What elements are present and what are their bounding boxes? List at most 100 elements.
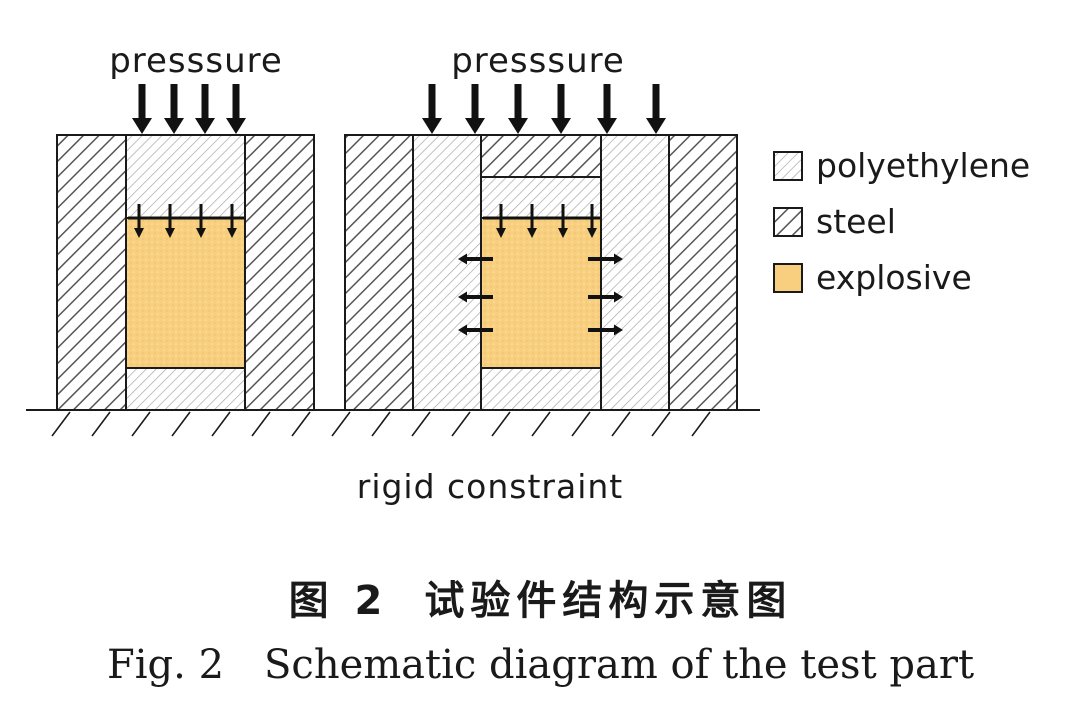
right-internal-arrow-4-shaft xyxy=(590,204,594,228)
rigid-constraint-label: rigid constraint xyxy=(357,467,623,506)
pressure-arrow-right-1-shaft xyxy=(428,84,436,118)
caption-en-title: Schematic diagram of the test part xyxy=(264,642,975,688)
pressure-arrow-left-4 xyxy=(226,84,246,134)
right-specimen xyxy=(344,134,738,411)
right-internal-arrow-4 xyxy=(587,204,597,238)
left-poly-bottom-plug xyxy=(125,367,246,411)
right-internal-arrow-4-head xyxy=(587,228,597,238)
pressure-arrow-right-5 xyxy=(597,84,617,134)
left-internal-arrow-1 xyxy=(134,204,144,238)
ground-hatch-mark-2 xyxy=(91,411,111,437)
pressure-arrow-right-6-shaft xyxy=(652,84,660,118)
right-poly-sleeve-left xyxy=(412,134,482,411)
lateral-arrow-left-3 xyxy=(458,324,493,336)
ground-hatch-mark-16 xyxy=(651,411,671,437)
pressure-arrow-right-3 xyxy=(508,84,528,134)
ground-hatch-mark-15 xyxy=(611,411,631,437)
ground-hatch-mark-4 xyxy=(171,411,191,437)
ground-hatch-mark-3 xyxy=(131,411,151,437)
ground-hatch-mark-1 xyxy=(51,411,71,437)
pressure-arrow-right-3-head xyxy=(508,118,528,134)
ground-hatch-mark-5 xyxy=(211,411,231,437)
ground-hatch-mark-12 xyxy=(491,411,511,437)
legend-item-polyethylene: polyethylene xyxy=(773,146,1030,185)
lateral-arrow-left-2-head xyxy=(458,291,467,303)
pressure-arrow-right-5-shaft xyxy=(603,84,611,118)
pressure-arrow-right-1-head xyxy=(422,118,442,134)
right-internal-arrow-2 xyxy=(527,204,537,238)
ground-hatch-mark-10 xyxy=(411,411,431,437)
legend-label-polyethylene: polyethylene xyxy=(816,146,1030,185)
ground-hatch-mark-17 xyxy=(691,411,711,437)
left-specimen xyxy=(56,134,315,411)
lateral-arrow-left-1 xyxy=(458,253,493,265)
legend-item-explosive: explosive xyxy=(773,258,972,297)
caption-cn-title: 试验件结构示意图 xyxy=(424,578,793,624)
lateral-arrow-left-2-shaft xyxy=(467,295,493,299)
lateral-arrow-right-2 xyxy=(588,291,623,303)
left-internal-arrow-1-head xyxy=(134,228,144,238)
left-pressure-label: presssure xyxy=(109,41,283,81)
left-explosive xyxy=(125,217,246,369)
pressure-arrow-left-2 xyxy=(164,84,184,134)
right-pressure-label: presssure xyxy=(451,41,625,81)
legend-swatch-explosive xyxy=(773,263,803,293)
left-internal-arrow-3-head xyxy=(196,228,206,238)
right-internal-arrow-1 xyxy=(496,204,506,238)
lateral-arrow-right-2-head xyxy=(614,291,623,303)
left-internal-arrow-4-head xyxy=(227,228,237,238)
pressure-arrow-right-4-head xyxy=(551,118,571,134)
right-internal-arrow-1-head xyxy=(496,228,506,238)
pressure-arrow-left-2-head xyxy=(164,118,184,134)
pressure-arrow-right-5-head xyxy=(597,118,617,134)
right-poly-sleeve-right xyxy=(600,134,670,411)
left-internal-pressure-arrows xyxy=(128,204,244,238)
right-external-pressure-arrows xyxy=(422,84,666,134)
caption-cn-number: 图 2 xyxy=(288,578,389,624)
left-steel-wall-outer xyxy=(56,134,127,411)
left-internal-arrow-3 xyxy=(196,204,206,238)
lateral-arrow-right-1 xyxy=(588,253,623,265)
right-explosive xyxy=(480,217,602,369)
pressure-arrow-left-4-shaft xyxy=(232,84,240,118)
left-external-pressure-arrows xyxy=(132,84,246,134)
left-internal-arrow-1-shaft xyxy=(137,204,141,228)
pressure-arrow-left-1-shaft xyxy=(138,84,146,118)
pressure-arrow-right-3-shaft xyxy=(514,84,522,118)
left-steel-wall-inner xyxy=(244,134,315,411)
pressure-arrow-left-1 xyxy=(132,84,152,134)
pressure-arrow-right-6-head xyxy=(646,118,666,134)
ground-hatch-mark-6 xyxy=(251,411,271,437)
left-internal-arrow-2 xyxy=(165,204,175,238)
lateral-arrow-right-1-shaft xyxy=(588,257,614,261)
right-steel-wall-right xyxy=(668,134,738,411)
caption-chinese: 图 2 试验件结构示意图 xyxy=(0,568,1081,626)
legend: polyethylene steel explosive xyxy=(773,146,1030,297)
pressure-arrow-left-3-head xyxy=(195,118,215,134)
legend-item-steel: steel xyxy=(773,202,896,241)
right-internal-arrow-3 xyxy=(558,204,568,238)
left-internal-arrow-4-shaft xyxy=(230,204,234,228)
pressure-arrow-right-2-shaft xyxy=(471,84,479,118)
pressure-arrow-left-1-head xyxy=(132,118,152,134)
lateral-arrow-left-1-shaft xyxy=(467,257,493,261)
lateral-arrow-right-1-head xyxy=(614,253,623,265)
right-internal-arrow-3-shaft xyxy=(561,204,565,228)
right-internal-arrow-1-shaft xyxy=(499,204,503,228)
pressure-arrow-right-4 xyxy=(551,84,571,134)
legend-label-steel: steel xyxy=(816,202,896,241)
lateral-arrow-left-3-shaft xyxy=(467,328,493,332)
pressure-arrow-right-6 xyxy=(646,84,666,134)
pressure-arrow-left-2-shaft xyxy=(170,84,178,118)
right-steel-wall-left xyxy=(344,134,414,411)
ground-hatch-mark-13 xyxy=(531,411,551,437)
lateral-arrow-left-3-head xyxy=(458,324,467,336)
pressure-arrow-left-3-shaft xyxy=(201,84,209,118)
ground-hatch-mark-8 xyxy=(331,411,351,437)
pressure-arrow-right-2 xyxy=(465,84,485,134)
lateral-arrow-right-2-shaft xyxy=(588,295,614,299)
left-poly-top-plug xyxy=(125,134,246,219)
legend-label-explosive: explosive xyxy=(816,258,972,297)
right-poly-bottom-plug xyxy=(480,367,602,411)
